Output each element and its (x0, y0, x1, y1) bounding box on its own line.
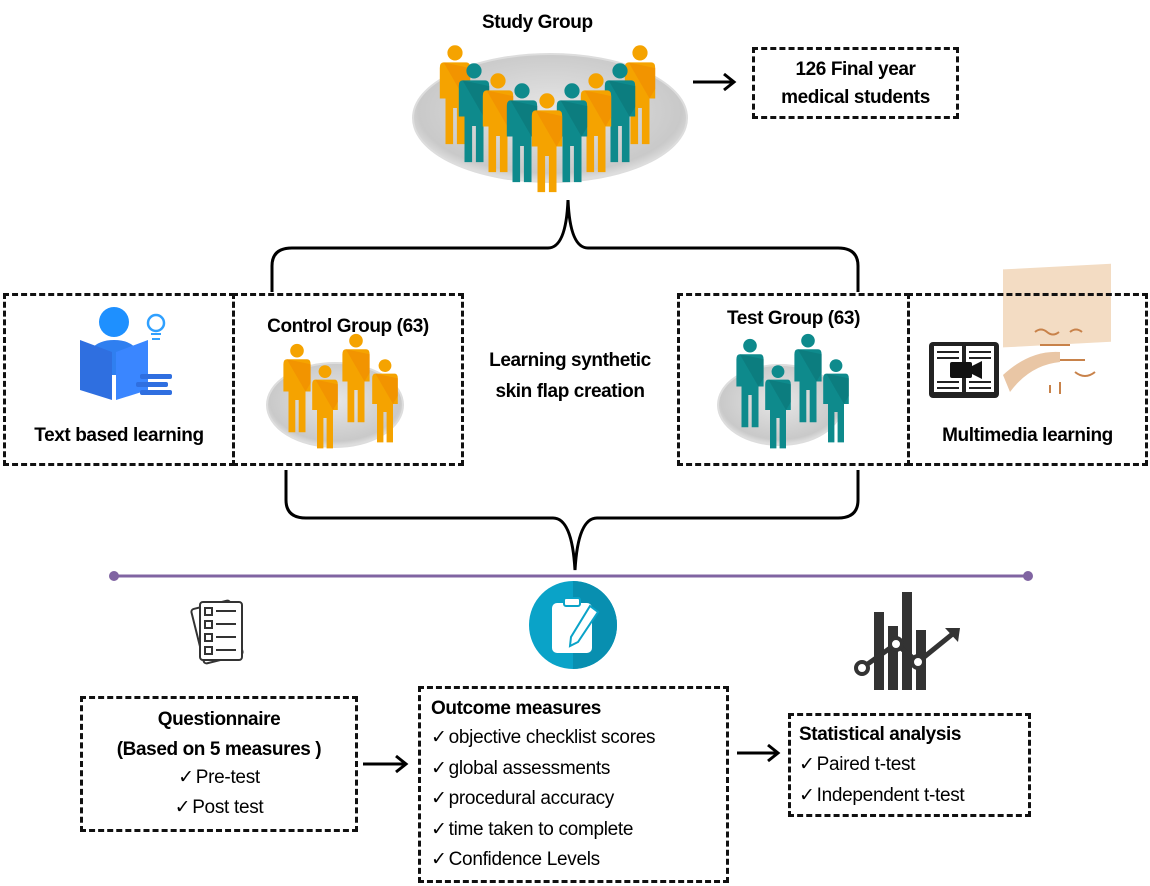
video-book-icon (929, 342, 999, 398)
questionnaire-item-label: Post test (192, 797, 264, 818)
questionnaire-item: ✓Post test (83, 793, 355, 824)
bottom-brace (284, 470, 860, 571)
reader-icon (80, 307, 172, 400)
check-icon: ✓ (431, 818, 447, 840)
timeline-end-dot (1023, 571, 1033, 581)
control-group-title: Control Group (63) (267, 316, 429, 337)
outcome-item-label: objective checklist scores (448, 727, 656, 748)
arrow-right-icon (737, 743, 781, 763)
top-brace (270, 199, 860, 292)
bar-chart-trend-icon (854, 592, 960, 690)
study-group-description-line1: 126 Final year (795, 59, 916, 80)
questionnaire-title: Questionnaire (157, 709, 281, 730)
outcome-item: ✓procedural accuracy (431, 784, 655, 815)
outcome-item-label: time taken to complete (448, 818, 634, 840)
check-icon: ✓ (174, 797, 191, 818)
stats-item-label: Paired t-test (816, 754, 916, 775)
statistical-analysis-box: Statistical analysis ✓Paired t-test ✓Ind… (788, 713, 1031, 817)
stats-item: ✓Independent t-test (799, 781, 965, 812)
check-icon: ✓ (178, 767, 194, 788)
study-group-title: Study Group (482, 12, 593, 33)
test-group-illustration (717, 333, 849, 449)
outcome-item: ✓global assessments (431, 754, 655, 785)
timeline-start-dot (109, 571, 119, 581)
outcome-item-label: procedural accuracy (448, 788, 615, 809)
arrow-right-icon (693, 72, 737, 92)
control-group-illustration (266, 333, 404, 449)
clipboard-pencil-icon (529, 581, 617, 669)
study-group-description-line2: medical students (781, 87, 930, 108)
stats-item-label: Independent t-test (816, 784, 965, 806)
center-label-line1: Learning synthetic (489, 350, 651, 371)
outcome-measures-title: Outcome measures (431, 698, 601, 719)
check-icon: ✓ (799, 754, 815, 775)
multimedia-learning-label: Multimedia learning (942, 425, 1113, 446)
text-based-learning-label: Text based learning (34, 425, 204, 446)
multimedia-learning-box: Multimedia learning (907, 293, 1148, 466)
questionnaire-item: ✓Pre-test (83, 763, 355, 794)
test-group-title: Test Group (63) (727, 308, 860, 329)
statistical-analysis-title: Statistical analysis (799, 724, 962, 745)
study-group-description-box: 126 Final year medical students (752, 47, 959, 119)
control-group-box: Control Group (63) (232, 293, 464, 466)
check-icon: ✓ (431, 849, 447, 870)
questionnaire-box: Questionnaire (Based on 5 measures ) ✓Pr… (80, 696, 358, 832)
lightbulb-icon (146, 313, 166, 340)
test-group-box: Test Group (63) (677, 293, 910, 466)
text-based-learning-box: Text based learning (3, 293, 235, 466)
check-icon: ✓ (431, 757, 447, 779)
center-label-line2: skin flap creation (495, 381, 645, 402)
outcome-item-label: Confidence Levels (448, 849, 601, 870)
outcome-item: ✓time taken to complete (431, 815, 655, 846)
check-icon: ✓ (431, 727, 447, 748)
check-icon: ✓ (431, 788, 447, 809)
stats-item: ✓Paired t-test (799, 750, 964, 781)
outcome-item: ✓Confidence Levels (431, 845, 655, 876)
check-icon: ✓ (799, 784, 815, 806)
questionnaire-item-label: Pre-test (195, 767, 260, 788)
outcome-measures-box: Outcome measures ✓objective checklist sc… (418, 686, 729, 883)
outcome-item: ✓objective checklist scores (431, 723, 656, 754)
checklist-icon (190, 599, 244, 665)
outcome-item-label: global assessments (448, 757, 611, 779)
arrow-right-icon (363, 754, 409, 774)
questionnaire-subtitle: (Based on 5 measures ) (116, 739, 322, 760)
surgical-skin-image (1003, 263, 1111, 394)
